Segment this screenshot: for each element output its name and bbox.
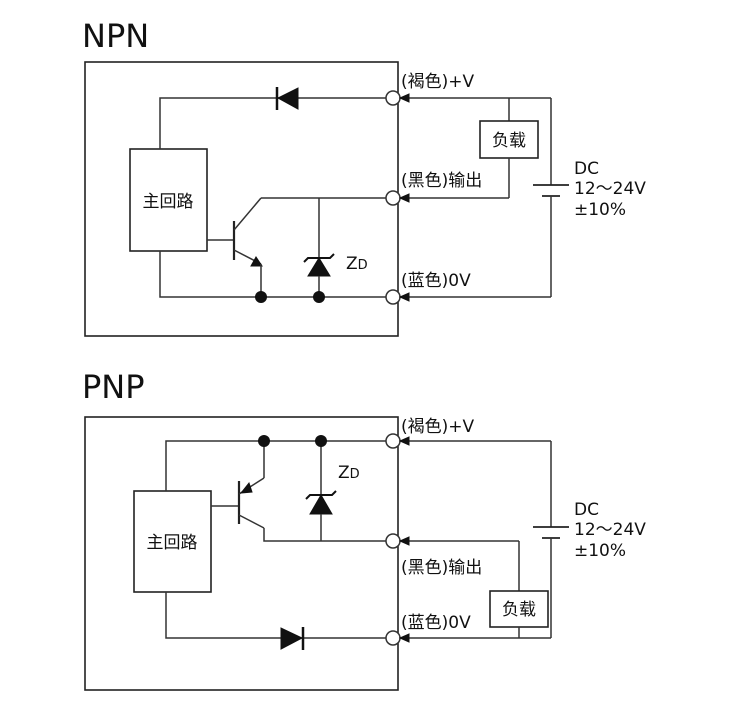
pnp-battery-icon	[533, 526, 569, 539]
pnp-sensor-frame	[84, 416, 399, 691]
npn-arrow-icon	[398, 292, 410, 302]
pnp-dc-range: 12～24V	[574, 520, 646, 540]
pnp-arrow-icon	[398, 633, 410, 643]
npn-dc-label: DC	[574, 159, 599, 179]
pnp-main-circuit-label: 主回路	[147, 533, 198, 553]
npn-dc-range: 12～24V	[574, 179, 646, 199]
pnp-main-circuit-box	[133, 490, 212, 593]
npn-load-label: 负载	[492, 131, 526, 151]
npn-zener-diode-icon	[303, 198, 335, 297]
npn-transistor-icon	[207, 197, 388, 297]
npn-title: NPN	[82, 17, 149, 55]
npn-sensor-frame	[84, 61, 399, 337]
pnp-load-label: 负载	[502, 600, 536, 620]
npn-junction-dot	[313, 291, 325, 303]
pnp-transistor-icon	[211, 441, 388, 542]
pnp-title: PNP	[82, 368, 145, 406]
pnp-junction-dot	[315, 435, 327, 447]
npn-terminal-out	[385, 190, 401, 206]
pnp-terminal-plus	[385, 433, 401, 449]
pnp-arrow-icon	[398, 536, 410, 546]
npn-arrow-icon	[398, 93, 410, 103]
npn-diagram: NPN 主回路 ZD	[82, 17, 646, 337]
npn-terminal-zero-label: (蓝色)0V	[401, 271, 471, 291]
pnp-junction-dot	[258, 435, 270, 447]
npn-terminal-plus	[385, 90, 401, 106]
pnp-terminal-zero-label: (蓝色)0V	[401, 613, 471, 633]
pnp-top-rail	[165, 440, 388, 491]
npn-battery-icon	[533, 184, 569, 197]
pnp-zener-label: ZD	[338, 463, 360, 483]
pnp-zener-diode-icon	[305, 441, 337, 541]
npn-junction-dot	[255, 291, 267, 303]
npn-diode-icon	[275, 87, 299, 110]
pnp-terminal-zero	[385, 630, 401, 646]
npn-arrow-icon	[398, 193, 410, 203]
pnp-diagram: PNP 主回路 ZD	[82, 368, 646, 691]
pnp-arrow-icon	[398, 436, 410, 446]
npn-main-circuit-box	[129, 148, 208, 252]
pnp-terminal-out-label: (黑色)输出	[401, 558, 482, 578]
pnp-diode-icon	[280, 627, 305, 650]
npn-top-rail	[159, 97, 388, 149]
pnp-terminal-out	[385, 533, 401, 549]
pnp-terminal-plus-label: (褐色)+V	[401, 417, 475, 437]
pnp-dc-label: DC	[574, 500, 599, 520]
npn-terminal-zero	[385, 289, 401, 305]
npn-zener-label: ZD	[346, 254, 368, 274]
pnp-dc-tolerance: ±10%	[574, 541, 626, 561]
npn-bottom-rail	[159, 251, 388, 298]
npn-terminal-plus-label: (褐色)+V	[401, 72, 475, 92]
npn-terminal-out-label: (黑色)输出	[401, 171, 482, 191]
npn-dc-tolerance: ±10%	[574, 200, 626, 220]
pnp-bottom-rail	[165, 592, 388, 639]
npn-main-circuit-label: 主回路	[143, 192, 194, 212]
